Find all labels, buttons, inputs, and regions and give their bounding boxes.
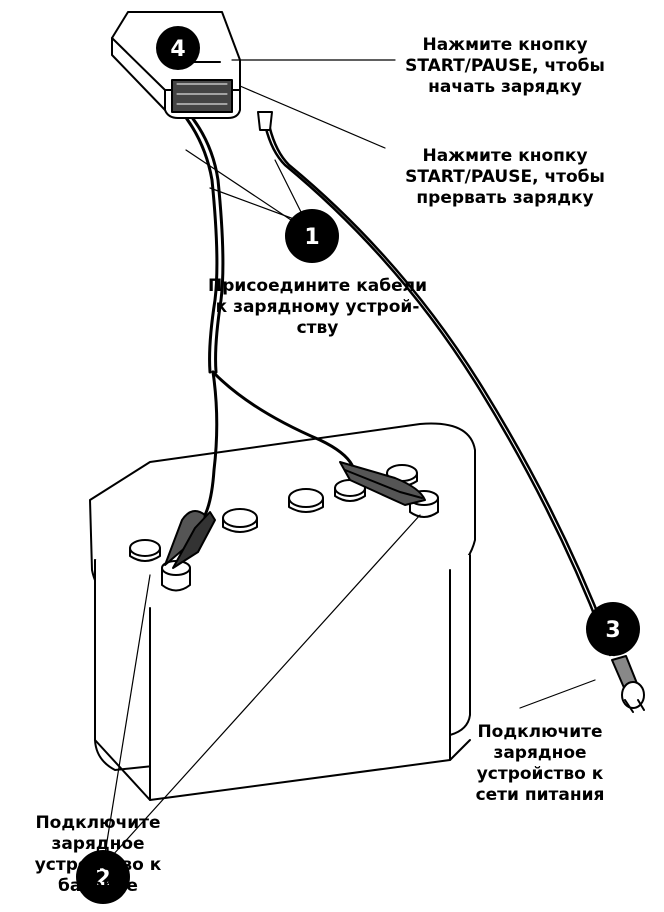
badge-4: 4	[156, 26, 200, 70]
instruction-connect-mains: Подключите зарядное устройство к сети пи…	[440, 722, 640, 806]
instruction-connect-battery: Подключите зарядное устройство к батарее	[0, 813, 196, 897]
instruction-line: START/PAUSE, чтобы	[355, 56, 655, 77]
instruction-line: зарядное	[0, 834, 196, 855]
instruction-line: ству	[180, 318, 455, 339]
instruction-line: к зарядному устрой-	[180, 297, 455, 318]
instruction-line: Нажмите кнопку	[355, 146, 655, 167]
instruction-line: прервать зарядку	[355, 188, 655, 209]
instruction-line: Присоедините кабели	[180, 276, 455, 297]
mains-plug	[612, 656, 644, 712]
instruction-line: Подключите	[0, 813, 196, 834]
badge-1: 1	[285, 209, 339, 263]
badge-3: 3	[586, 602, 640, 656]
instruction-pause-charging: Нажмите кнопку START/PAUSE, чтобы прерва…	[355, 146, 655, 209]
instruction-start-charging: Нажмите кнопку START/PAUSE, чтобы начать…	[355, 35, 655, 98]
svg-text:1: 1	[304, 225, 319, 250]
instruction-line: начать зарядку	[355, 77, 655, 98]
instruction-line: зарядное	[440, 743, 640, 764]
instruction-line: START/PAUSE, чтобы	[355, 167, 655, 188]
instruction-line: Нажмите кнопку	[355, 35, 655, 56]
instruction-line: устройство к	[0, 855, 196, 876]
instruction-line: сети питания	[440, 785, 640, 806]
instruction-connect-cables: Присоедините кабели к зарядному устрой- …	[180, 276, 455, 339]
svg-text:3: 3	[605, 618, 620, 643]
instruction-line: устройство к	[440, 764, 640, 785]
svg-text:4: 4	[170, 37, 185, 62]
instruction-line: батарее	[0, 876, 196, 897]
instruction-line: Подключите	[440, 722, 640, 743]
small-connector	[258, 112, 272, 130]
